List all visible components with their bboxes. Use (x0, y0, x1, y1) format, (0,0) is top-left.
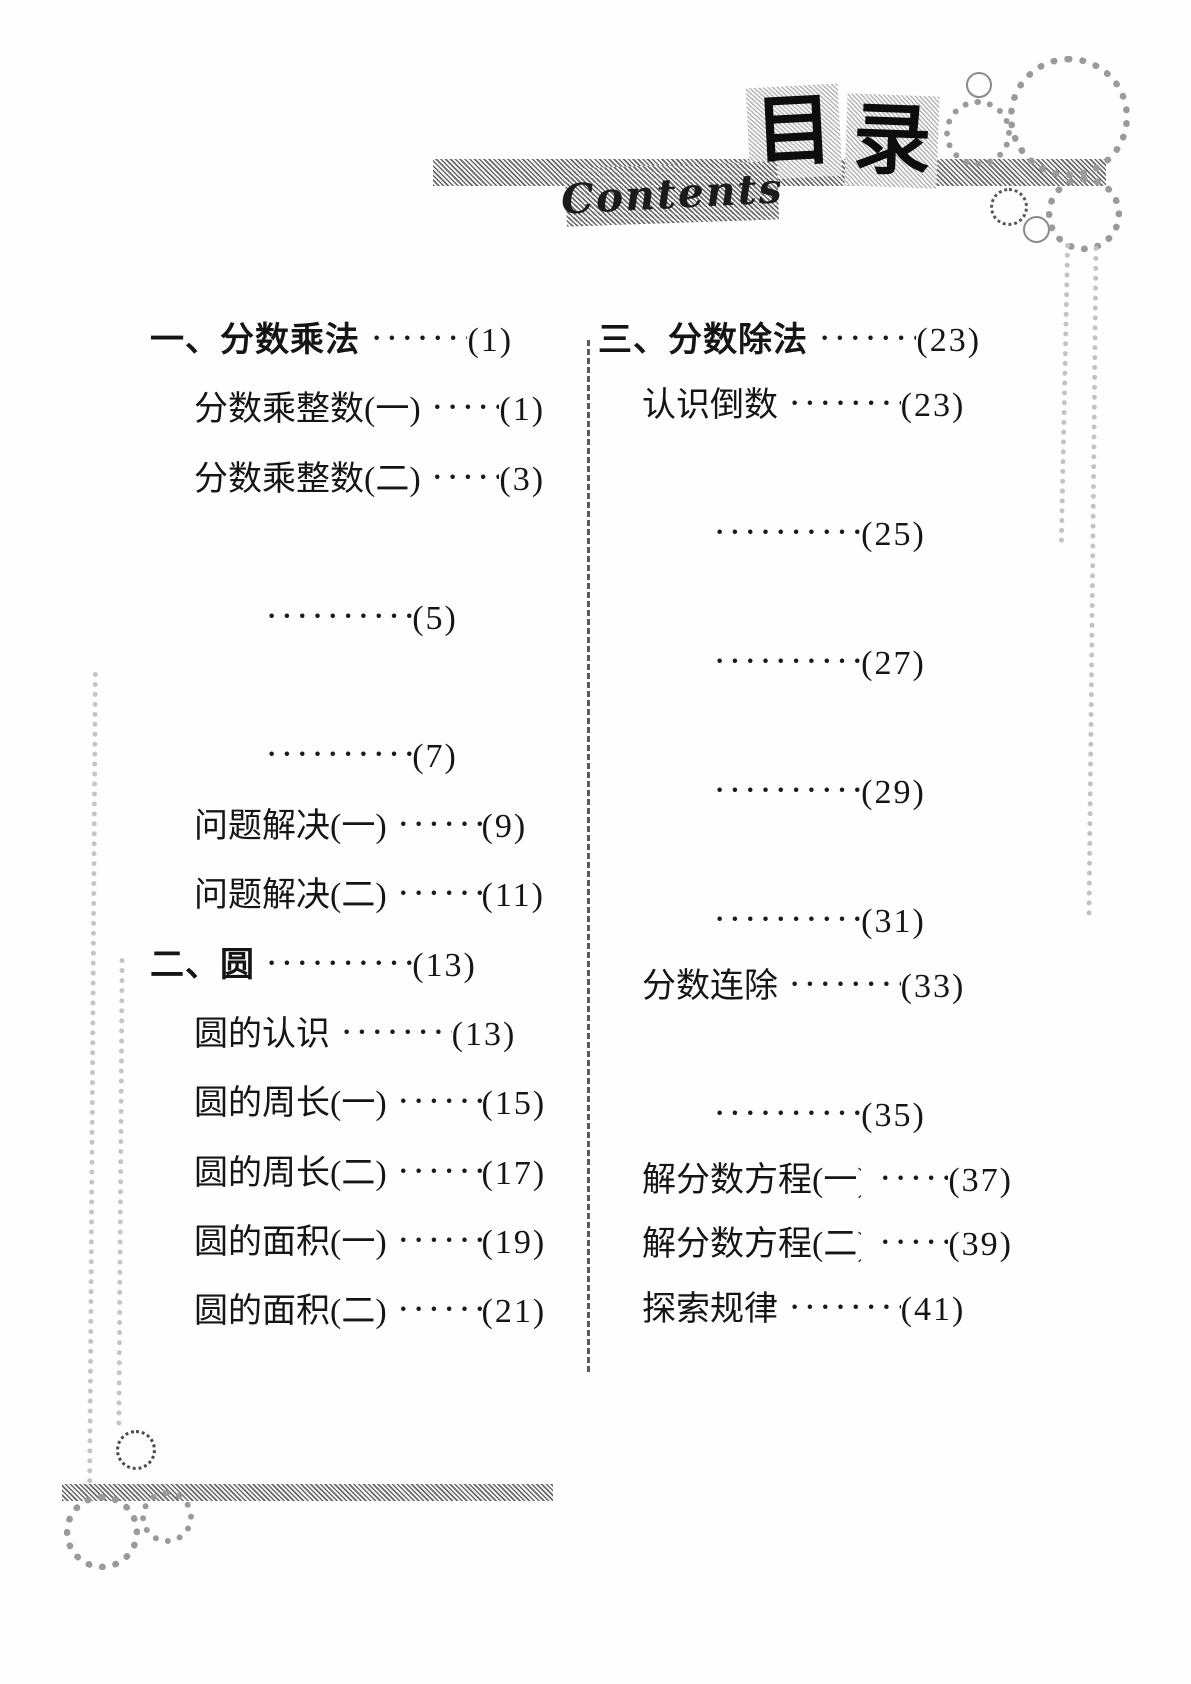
toc-entry-label: 圆的周长(二) (194, 1154, 387, 1192)
circle-ornament (116, 1430, 156, 1470)
toc-entry-label: 二、圆 (150, 946, 255, 984)
circle-ornament (966, 72, 992, 98)
toc-leader-dots: ········································… (432, 463, 500, 492)
toc-leader-dots: ········································… (372, 325, 467, 353)
toc-entry-label: 分数连除 (642, 967, 778, 1005)
toc-leader-dots: ········································… (715, 518, 861, 547)
toc-leader-dots: ········································… (342, 1018, 452, 1047)
dotted-line-ornament (1086, 245, 1099, 917)
toc-leader-dots: ········································… (715, 1100, 861, 1128)
toc-entry-label: 分数乘整数(一) (194, 391, 421, 429)
toc-leader-dots: ········································… (715, 777, 861, 806)
toc-leader-dots: ········································… (398, 880, 482, 908)
toc-leader-dots: ········································… (267, 602, 412, 631)
toc-entry-label: 解分数方程(一) (642, 1161, 869, 1199)
toc-entry-label: 问题解决(一) (194, 807, 387, 845)
toc-entry-label: 解分数方程(二) (642, 1226, 869, 1264)
toc-entry-label: 分数乘整数(二) (194, 460, 421, 498)
toc-leader-dots: ········································… (715, 906, 861, 935)
circle-ornament (64, 1494, 140, 1570)
title-char-2-text: 录 (851, 94, 933, 188)
dotted-line-ornament (116, 957, 125, 1427)
column-divider (587, 340, 590, 1372)
toc-leader-dots: ········································… (880, 1229, 949, 1258)
toc-right-column: 三、分数除法 ·································… (598, 308, 1017, 1684)
toc-leader-dots: ········································… (790, 970, 901, 999)
circle-ornament (990, 188, 1028, 226)
toc-leader-dots: ········································… (715, 647, 861, 676)
footer-halftone-bar (62, 1484, 553, 1501)
toc-entry-label: 圆的面积(一) (194, 1224, 387, 1262)
toc-entry-label: 一、分数乘法 (150, 322, 360, 359)
toc-leader-dots: ········································… (398, 1227, 482, 1255)
toc-leader-dots: ········································… (790, 389, 901, 418)
circle-ornament (1008, 56, 1130, 178)
toc-leader-dots: ········································… (267, 741, 412, 770)
toc-leader-dots: ········································… (398, 1296, 482, 1325)
toc-page-number: (41) (900, 1292, 1017, 1684)
dotted-line-ornament (87, 671, 98, 1485)
toc-entry: 三、分数除法 ·································… (598, 308, 1017, 1684)
circle-ornament (944, 99, 1012, 167)
toc-entry-label: 三、分数除法 (598, 322, 808, 359)
contents-banner: Contents (560, 161, 784, 227)
circle-ornament (1046, 176, 1122, 252)
toc-entry-label: 认识倒数 (642, 386, 778, 424)
toc-leader-dots: ········································… (398, 810, 482, 839)
toc-leader-dots: ········································… (880, 1164, 949, 1193)
page-title-cn-char2: 录 (844, 93, 940, 189)
dotted-line-ornament (1058, 242, 1071, 544)
toc-leader-dots: ········································… (398, 1157, 482, 1186)
toc-leader-dots: ········································… (432, 394, 500, 423)
toc-entry: 探索规律 ···································… (598, 1277, 1017, 1684)
toc-entry-label: 探索规律 (642, 1290, 778, 1328)
toc-entry-label: 圆的认识 (194, 1015, 330, 1053)
title-char-1-text: 目 (752, 85, 836, 179)
toc-leader-dots: ········································… (820, 325, 916, 353)
toc-leader-dots: ········································… (398, 1088, 482, 1117)
circle-ornament (140, 1490, 194, 1544)
page-subtitle-en: Contents (559, 164, 785, 224)
toc-leader-dots: ········································… (267, 949, 412, 978)
toc-leader-dots: ········································… (790, 1293, 901, 1322)
toc-entry-label: 圆的面积(二) (194, 1293, 387, 1331)
toc-left-column: 一、分数乘法 ·································… (150, 306, 567, 1684)
toc-entry: 一、分数乘法 ·································… (150, 306, 567, 1684)
toc-entry-label: 问题解决(二) (194, 877, 387, 915)
toc-entry-label: 圆的周长(一) (194, 1085, 387, 1123)
